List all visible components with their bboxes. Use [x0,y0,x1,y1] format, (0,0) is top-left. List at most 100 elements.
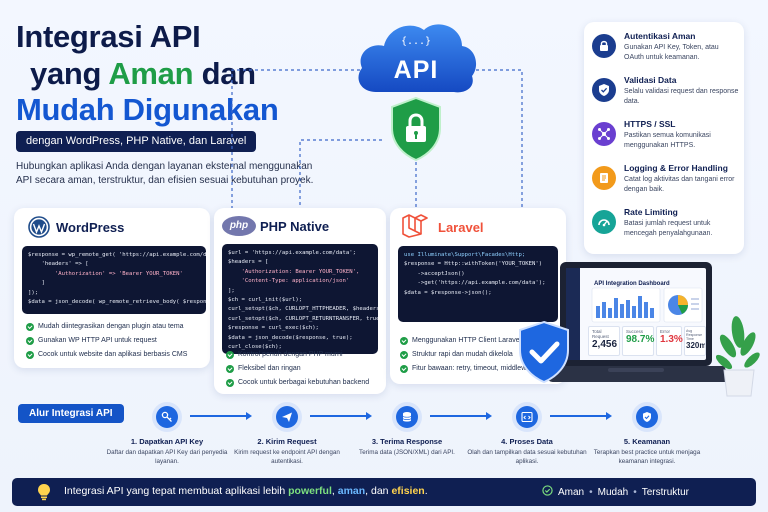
php-native-card: php PHP Native $url = 'https://api.examp… [214,208,386,394]
feature-desc: Gunakan API Key, Token, atau OAuth untuk… [624,44,719,61]
features-panel: Autentikasi Aman Gunakan API Key, Token,… [584,22,744,254]
shield-check-icon [592,78,616,102]
key-icon [156,406,178,428]
code-line: $data = json_decode( wp_remote_retrieve_… [28,299,206,306]
step-circle [512,402,542,432]
footer-dot: • [589,487,593,498]
feature-title: Validasi Data [624,75,677,85]
feature-https: HTTPS / SSL Pastikan semua komunikasi me… [584,116,744,160]
php-benefits-list: Kontrol penuh dengan PHP murni Fleksibel… [226,348,369,390]
stat-value: 320ms [686,341,706,350]
send-icon [276,406,298,428]
laravel-title: Laravel [438,220,484,235]
check-circle-icon [542,485,553,496]
flow-arrow [310,412,372,420]
flow-arrow [430,412,492,420]
list-item: Gunakan WP HTTP API untuk request [26,334,187,348]
code-line: 'Authorization: Bearer YOUR_TOKEN', [228,268,360,275]
code-line: curl_setopt($ch, CURLOPT_HTTPHEADER, $he… [228,306,378,313]
code-line: ] [28,280,45,287]
code-line: 'Authorization' => 'Bearer YOUR_TOKEN' [28,270,183,277]
list-item: Menggunakan HTTP Client Laravel [400,334,536,348]
list-item: Cocok untuk website dan aplikasi berbasi… [26,348,187,362]
php-title: PHP Native [260,219,330,234]
headline-line1: Integrasi API [16,19,201,54]
stat-label: Error [660,329,670,334]
headline-line3: Mudah Digunakan [16,92,279,127]
footer-dot: • [633,487,637,498]
log-icon [592,166,616,190]
stat-card: Success 98.7% [622,326,654,356]
footer-end: . [424,485,428,497]
code-line: $response = wp_remote_get( 'https://api.… [28,252,206,258]
code-line: ]; [228,287,235,294]
cloud-api-label: API [393,56,439,84]
step-title: 2. Kirim Request [257,437,317,446]
step-desc: Daftar dan dapatkan API Key dari penyedi… [106,449,228,465]
footer-tags: Aman•Mudah•Terstruktur [542,485,689,498]
api-cloud [352,12,480,102]
footer-tag: Mudah [597,487,629,498]
intro-text: Hubungkan aplikasi Anda dengan layanan e… [16,161,314,186]
list-item: Fleksibel dan ringan [226,362,369,376]
step-circle [152,402,182,432]
code-line: $data = json_decode($response, true); [228,334,353,341]
feature-title: Logging & Error Handling [624,163,728,173]
code-line: curl_setopt($ch, CURLOPT_RETURNTRANSFER,… [228,315,378,322]
list-item: Struktur rapi dan mudah dikelola [400,348,536,362]
stat-card: Total Request 2,456 [588,326,620,356]
flow-arrow [550,412,612,420]
footer-tag: Terstruktur [641,487,689,498]
step-desc: Kirim request ke endpoint API dengan aut… [234,449,340,465]
code-line: ]); [28,289,39,296]
stat-card: Avg Response Time 320ms [684,326,706,356]
footer-message: Integrasi API yang tepat membuat aplikas… [64,485,428,497]
footer-word-powerful: powerful [288,485,332,497]
step-title: 4. Proses Data [501,437,553,446]
code-line: use Illuminate\Support\Facades\Http; [404,252,526,258]
laravel-logo-icon [402,214,428,238]
plant-decoration-icon [716,316,760,397]
wordpress-benefits-list: Mudah diintegrasikan dengan plugin atau … [26,320,187,362]
wordpress-logo-icon [28,216,50,238]
headline-word-yang: yang [30,56,102,91]
flow-step-1: 1. Dapatkan API Key Daftar dan dapatkan … [102,402,232,466]
flow-step-4: 4. Proses Data Olah dan tampilkan data s… [462,402,592,466]
list-item: Fitur bawaan: retry, timeout, middleware [400,362,536,376]
code-line: 'Content-Type: application/json' [228,278,350,285]
list-item: Cocok untuk berbagai kebutuhan backend [226,376,369,390]
code-line: $headers = [ [228,259,269,266]
feature-validasi: Validasi Data Selalu validasi request da… [584,72,744,116]
feature-title: HTTPS / SSL [624,119,676,129]
laravel-benefits-list: Menggunakan HTTP Client Laravel Struktur… [400,334,536,376]
headline-word-dan: dan [201,56,257,91]
blue-shield-check-icon [519,320,569,384]
feature-title: Autentikasi Aman [624,31,696,41]
green-lock-shield-icon [391,96,441,162]
database-icon [396,406,418,428]
flow-step-3: 3. Terima Response Terima data (JSON/XML… [342,402,472,458]
stat-label: Avg Response Time [686,329,703,341]
step-title: 1. Dapatkan API Key [130,437,204,446]
code-line: $data = $response->json(); [404,289,492,296]
headline-line2: yang Aman dan [30,56,256,91]
feature-desc: Pastikan semua komunikasi menggunakan HT… [624,132,711,149]
list-item: Mudah diintegrasikan dengan plugin atau … [26,320,187,334]
footer-sep: , dan [365,485,389,497]
stat-label: Success [626,329,644,334]
feature-desc: Catat log aktivitas dan tangani error de… [624,176,735,193]
step-circle [392,402,422,432]
feature-desc: Batasi jumlah request untuk mencegah pen… [624,220,713,237]
stat-value: 1.3% [660,334,683,345]
stat-value: 2,456 [592,339,618,350]
code-line: ->acceptJson() [404,270,465,277]
feature-logging: Logging & Error Handling Catat log aktiv… [584,160,744,204]
network-icon [592,122,616,146]
dashboard-title: API Integration Dashboard [594,281,670,287]
lock-icon [592,34,616,58]
php-code-block: $url = 'https://api.example.com/data';$h… [222,244,378,354]
code-line: 'headers' => [ [28,261,89,268]
step-desc: Terima data (JSON/XML) dari API. [359,449,455,456]
step-desc: Olah dan tampilkan data sesuai kebutuhan… [467,449,587,465]
flow-arrow [190,412,252,420]
